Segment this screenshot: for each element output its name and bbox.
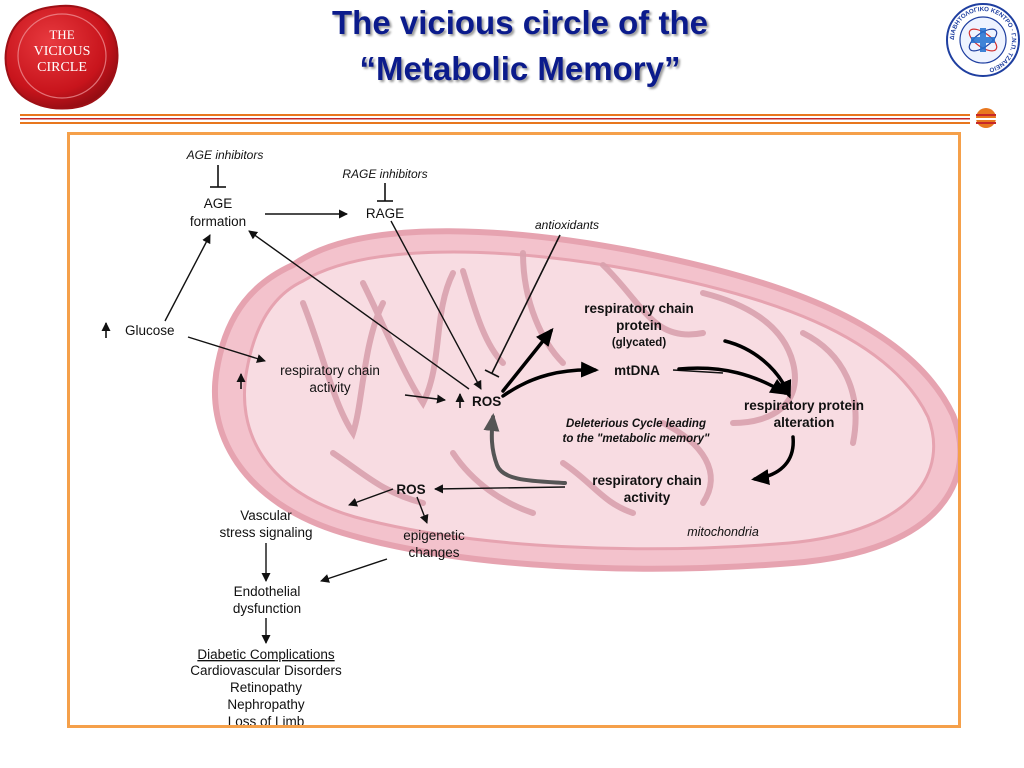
rage-label: RAGE bbox=[366, 206, 404, 221]
vicious-circle-seal-logo: THE VICIOUS CIRCLE bbox=[4, 4, 119, 110]
seal-text-line3: CIRCLE bbox=[37, 60, 87, 75]
bold-cycle-arrows bbox=[501, 327, 795, 485]
resp-chain-activity-inner-label-line2: activity bbox=[624, 490, 671, 505]
age-inhibitors-label: AGE inhibitors bbox=[186, 148, 264, 162]
endothelial-label-line2: dysfunction bbox=[233, 601, 301, 616]
age-formation-label-line1: AGE bbox=[204, 196, 233, 211]
activity-to-ros-feedback-arrow bbox=[483, 413, 567, 485]
age-formation-label-line2: formation bbox=[190, 214, 246, 229]
seal-text-line1: THE bbox=[49, 27, 74, 42]
vascular-label-line1: Vascular bbox=[240, 508, 292, 523]
slide-title: The vicious circle of the “Metabolic Mem… bbox=[240, 0, 800, 92]
resp-protein-alteration-label-line1: respiratory protein bbox=[744, 398, 864, 413]
antioxidant-inhibitor-line bbox=[491, 234, 561, 374]
deleterious-cycle-label-line2: to the "metabolic memory" bbox=[562, 433, 710, 445]
rage-to-ros-arrow bbox=[390, 220, 482, 390]
metabolic-memory-diagram: AGE inhibitors AGE formation RAGE inhibi… bbox=[101, 148, 958, 728]
antioxidants-label: antioxidants bbox=[535, 218, 599, 232]
complication-item: Retinopathy bbox=[230, 680, 302, 695]
thin-arrows bbox=[164, 209, 724, 644]
resp-chain-activity-inner-label-line1: respiratory chain bbox=[592, 473, 702, 488]
diagram-frame: AGE inhibitors AGE formation RAGE inhibi… bbox=[67, 132, 961, 728]
complication-item: Loss of Limb bbox=[228, 714, 305, 728]
activity-to-ros-outer-arrow bbox=[434, 484, 566, 494]
glucose-to-age-arrow bbox=[164, 234, 211, 322]
ros-outer-label: ROS bbox=[396, 482, 425, 497]
resp-chain-activity-label-line1: respiratory chain bbox=[280, 363, 380, 378]
increase-arrow-icons bbox=[101, 322, 465, 408]
endothelial-label-line1: Endothelial bbox=[234, 584, 301, 599]
alteration-to-activity-arrow bbox=[751, 435, 795, 485]
diabetic-complications-heading: Diabetic Complications bbox=[197, 647, 335, 662]
epigenetic-to-endothelial-arrow bbox=[320, 558, 388, 583]
diabetes-center-logo: ΔΙΑΒΗΤΟΛΟΓΙΚΟ ΚΕΝΤΡΟ · Γ.Ν.Π. ΤΖΑΝΕΙΟ bbox=[946, 3, 1020, 77]
ros-to-age-arrow bbox=[248, 230, 470, 390]
ros-inner-label: ROS bbox=[472, 394, 501, 409]
mitochondria-label: mitochondria bbox=[687, 525, 759, 539]
glucose-to-activity-arrow bbox=[187, 336, 266, 363]
ros-to-protein-arrow bbox=[501, 327, 554, 393]
slide-title-line2: “Metabolic Memory” bbox=[359, 50, 681, 87]
ros-to-epigenetic-arrow bbox=[416, 496, 429, 524]
rage-inhibitors-label: RAGE inhibitors bbox=[342, 167, 427, 181]
activity-to-ros-arrow bbox=[404, 394, 446, 404]
complication-item: Nephropathy bbox=[227, 697, 305, 712]
inhibitor-bars bbox=[210, 165, 561, 378]
resp-chain-protein-label-line3: (glycated) bbox=[612, 337, 666, 349]
resp-protein-alteration-label-line2: alteration bbox=[774, 415, 835, 430]
seal-text-line2: VICIOUS bbox=[34, 44, 91, 59]
complication-item: Cardiovascular Disorders bbox=[190, 663, 342, 678]
mtdna-to-alteration-arrow bbox=[677, 366, 789, 396]
epigenetic-label-line1: epigenetic bbox=[403, 528, 465, 543]
header-divider bbox=[20, 108, 996, 128]
ros-to-vascular-arrow bbox=[348, 488, 394, 507]
deleterious-cycle-label-line1: Deleterious Cycle leading bbox=[566, 418, 706, 430]
resp-chain-protein-label-line2: protein bbox=[616, 318, 662, 333]
mtdna-label: mtDNA bbox=[614, 363, 660, 378]
epigenetic-label-line2: changes bbox=[408, 545, 459, 560]
slide-title-line1: The vicious circle of the bbox=[332, 4, 708, 41]
glucose-label: Glucose bbox=[125, 323, 175, 338]
vascular-label-line2: stress signaling bbox=[219, 525, 312, 540]
ros-to-mtdna-arrow bbox=[501, 361, 599, 398]
resp-chain-protein-label-line1: respiratory chain bbox=[584, 301, 694, 316]
resp-chain-activity-label-line2: activity bbox=[309, 380, 351, 395]
